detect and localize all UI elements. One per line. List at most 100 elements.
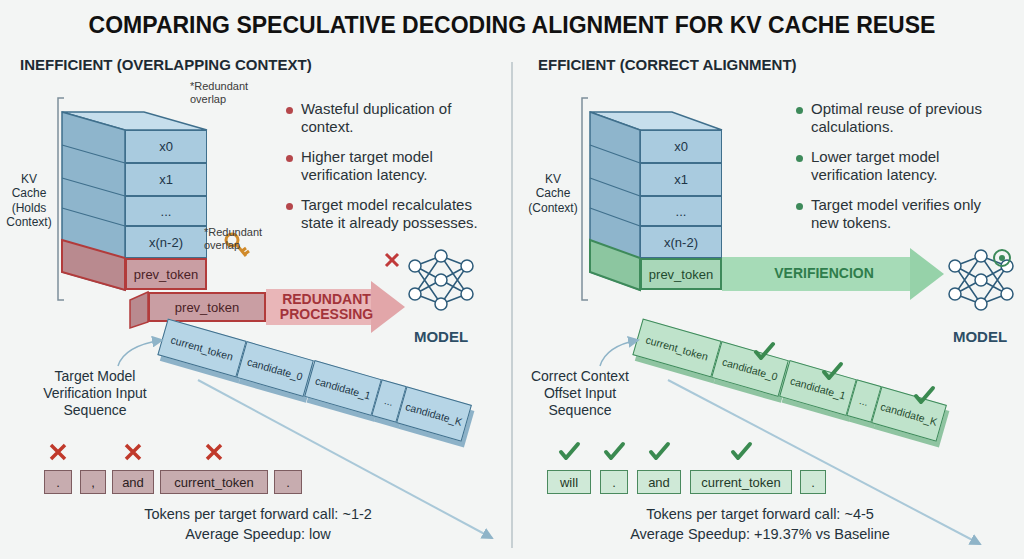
bracket-label: KV Cache (Context) [526,172,580,215]
node-text: ... [858,394,870,408]
metric-text: Average Speedup: low [78,526,438,543]
token-box: and [637,470,681,494]
bullet-point: Higher target model verification latency… [286,148,486,184]
node-text: MODEL [953,328,1007,345]
node-text: ... [161,204,172,219]
node-text: . [286,475,290,490]
node-text: ... [383,394,395,408]
node-text: prev_token [134,267,198,282]
token-box: . [600,470,628,494]
bullet-point: Target model recalculates state it alrea… [286,196,486,232]
kv-cache-cell: x0 [640,130,722,163]
neural-network-icon [409,250,473,310]
bullet-point: Target model verifies only new tokens. [796,196,1011,232]
node-text: and [648,475,670,490]
panel-heading: INEFFICIENT (OVERLAPPING CONTEXT) [20,56,460,74]
kv-cache-cell: x1 [125,163,207,196]
node-text: candidate_0 [246,355,304,382]
node-text: candidate_K [879,400,938,428]
overlap-note: *Redundant overlap [190,80,262,106]
input-sequence-block: current_token [158,318,247,377]
node-text: ... [676,204,687,219]
bracket-label: KV Cache (Holds Context) [2,172,56,230]
stack-side-redundant [62,240,125,290]
node-text: prev_token [649,267,713,282]
bullet-point: Lower target model verification latency. [796,148,1011,184]
node-text: current_token [174,475,254,490]
redundant-side-face [130,292,148,328]
kv-cache-cell: ... [125,196,207,226]
metric-text: Tokens per target forward call: ~1-2 [78,506,438,523]
node-text: will [560,475,578,490]
reject-mark [51,445,221,459]
kv-cache-cell: prev_token [640,258,722,290]
kv-cache-cell: x(n-2) [640,226,722,258]
panel-divider [511,62,513,548]
node-text: candidate_K [404,400,463,428]
token-box: and [112,470,154,494]
token-box: . [274,470,302,494]
stack-side-face [62,112,125,290]
cache-bracket [582,98,588,300]
flow-arrow [722,257,910,291]
node-text: candidate_1 [313,374,371,401]
overlap-note: *Redundant overlap [204,226,276,252]
stack-side-lines [62,145,125,226]
kv-cache-cell: x(n-2) [125,226,207,258]
input-sequence-block: candidate_K [871,386,947,441]
node-text: candidate_1 [788,374,846,401]
accept-mark [561,344,933,458]
node-text: . [56,475,60,490]
cache-bracket [58,98,64,300]
input-sequence-block: current_token [633,318,722,377]
redundant-cache-cell: prev_token [148,292,266,322]
input-sequence-block: candidate_K [396,386,472,441]
node-text: . [811,475,815,490]
node-text: MODEL [414,328,468,345]
kv-cache-cell: prev_token [125,258,207,290]
node-text: x0 [159,139,173,154]
bullet-point: Optimal reuse of previous calculations. [796,100,1011,136]
sequence-direction-arrow [668,380,980,544]
input-sequence-block: candidate_0 [236,341,314,397]
node-text: and [122,475,144,490]
node-text: . [612,475,616,490]
token-box: . [800,470,826,494]
node-text: x(n-2) [149,235,183,250]
node-text: candidate_0 [721,355,779,382]
token-box: , [80,470,106,494]
neural-network-icon [949,250,1013,310]
edge-label: REDUNDANT PROCESSING [275,292,379,323]
node-text: current_token [645,333,710,362]
input-sequence-block: candidate_0 [711,341,789,397]
node-text: x1 [674,172,688,187]
token-box: . [44,470,72,494]
kv-cache-cell: ... [640,196,722,226]
bullet-point: Wasteful duplication of context. [286,100,486,136]
node-text: x1 [159,172,173,187]
input-sequence-block: candidate_1 [779,360,857,416]
stack-top-face [62,112,207,130]
node-text: current_token [701,475,781,490]
panel-heading: EFFICIENT (CORRECT ALIGNMENT) [538,56,978,74]
stack-side-face [590,112,640,290]
metric-text: Tokens per target forward call: ~4-5 [580,506,940,523]
diagram-title: COMPARING SPECULATIVE DECODING ALIGNMENT… [0,12,1024,39]
target-icon [994,250,1010,266]
kv-cache-cell: x1 [640,163,722,196]
leader-arrow [118,340,162,366]
reject-mark [386,254,398,266]
token-box: current_token [160,470,268,494]
node-text: x0 [674,139,688,154]
edge-label: VERIFIENCION [759,266,889,281]
sequence-label: Correct Context Offset Input Sequence [520,368,640,418]
leader-arrow [600,340,638,366]
node-text: prev_token [175,300,239,315]
sequence-direction-arrow [198,380,492,538]
node-text: , [91,475,95,490]
input-sequence-block: candidate_1 [304,360,382,416]
stack-side-lines [590,145,640,226]
